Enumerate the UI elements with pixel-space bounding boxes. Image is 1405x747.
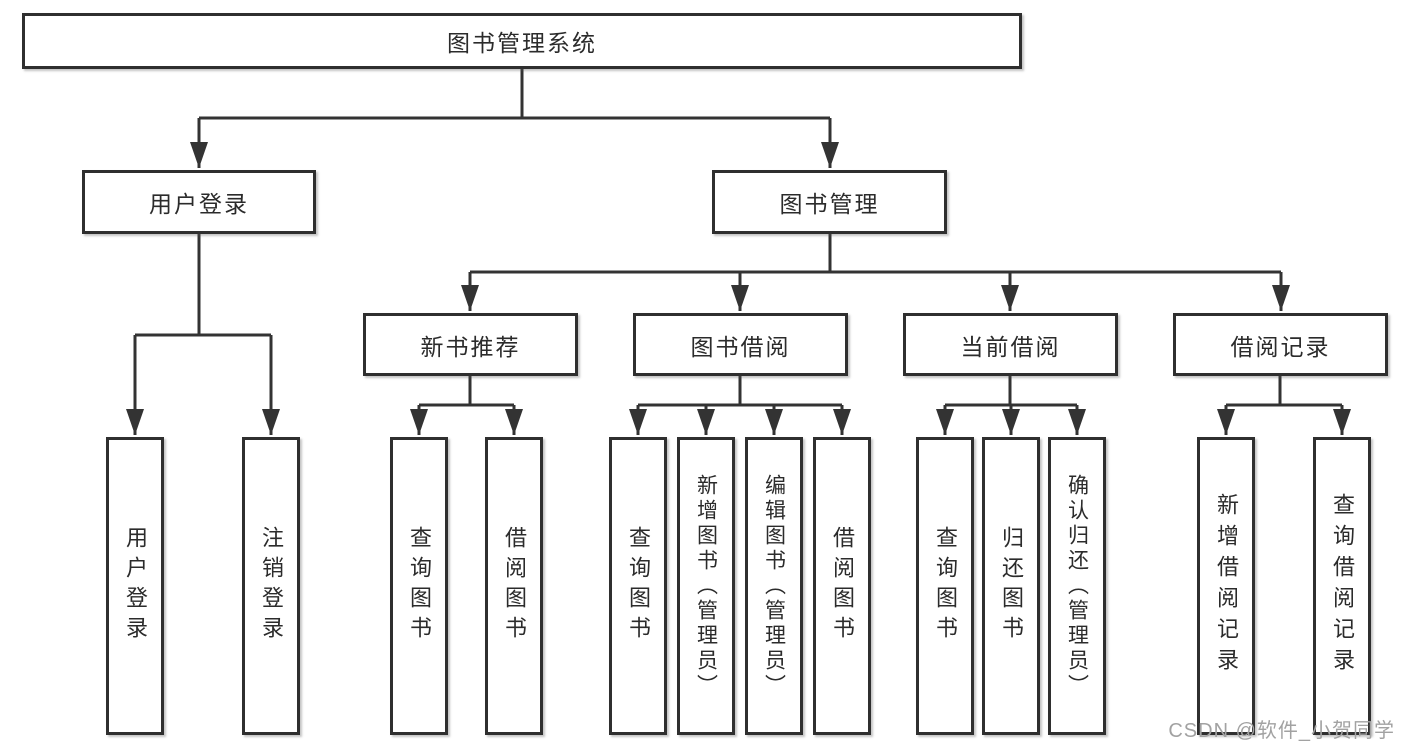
node-leaf-nbr-query-books-label: 查询图书 [407, 526, 432, 646]
node-leaf-bb-add-books-label: 新增图书（管理员） [694, 473, 718, 699]
node-leaf-user-login-label: 用户登录 [123, 526, 148, 646]
node-leaf-cb-query-books-label: 查询图书 [933, 526, 958, 646]
node-leaf-br-query-record: 查询借阅记录 [1313, 437, 1371, 735]
watermark: CSDN @软件_小贺同学 [1168, 720, 1395, 742]
node-leaf-bb-borrow-books: 借阅图书 [813, 437, 871, 735]
node-leaf-bb-query-books-label: 查询图书 [626, 526, 651, 646]
node-leaf-cb-return-books: 归还图书 [982, 437, 1040, 735]
node-new-book-recommendation: 新书推荐 [363, 313, 578, 376]
node-borrowing-records-label: 借阅记录 [1230, 333, 1331, 360]
node-new-book-recommendation-label: 新书推荐 [420, 333, 521, 360]
node-leaf-user-login: 用户登录 [106, 437, 164, 735]
node-leaf-nbr-borrow-books-label: 借阅图书 [502, 526, 527, 646]
node-leaf-bb-edit-books-label: 编辑图书（管理员） [762, 473, 786, 699]
node-borrowing-records: 借阅记录 [1173, 313, 1388, 376]
node-library-system-label: 图书管理系统 [447, 30, 597, 56]
node-leaf-br-add-record: 新增借阅记录 [1197, 437, 1255, 735]
node-leaf-bb-add-books: 新增图书（管理员） [677, 437, 735, 735]
node-leaf-br-add-record-label: 新增借阅记录 [1214, 493, 1239, 679]
node-library-system: 图书管理系统 [22, 13, 1022, 69]
node-leaf-br-query-record-label: 查询借阅记录 [1330, 493, 1355, 679]
node-book-borrowing: 图书借阅 [633, 313, 848, 376]
node-book-management-label: 图书管理 [779, 191, 880, 217]
node-leaf-cb-return-books-label: 归还图书 [999, 526, 1024, 646]
node-leaf-bb-edit-books: 编辑图书（管理员） [745, 437, 803, 735]
node-user-login-label: 用户登录 [149, 191, 249, 217]
node-leaf-bb-borrow-books-label: 借阅图书 [830, 526, 855, 646]
node-leaf-logout-label: 注销登录 [259, 526, 284, 646]
node-leaf-cb-query-books: 查询图书 [916, 437, 974, 735]
node-book-borrowing-label: 图书借阅 [690, 333, 791, 360]
node-leaf-cb-confirm-return-label: 确认归还（管理员） [1065, 473, 1089, 699]
node-leaf-logout: 注销登录 [242, 437, 300, 735]
node-leaf-nbr-borrow-books: 借阅图书 [485, 437, 543, 735]
node-current-borrowing: 当前借阅 [903, 313, 1118, 376]
node-user-login: 用户登录 [82, 170, 316, 234]
node-book-management: 图书管理 [712, 170, 947, 234]
node-leaf-nbr-query-books: 查询图书 [390, 437, 448, 735]
node-current-borrowing-label: 当前借阅 [960, 333, 1061, 360]
node-leaf-cb-confirm-return: 确认归还（管理员） [1048, 437, 1106, 735]
node-leaf-bb-query-books: 查询图书 [609, 437, 667, 735]
